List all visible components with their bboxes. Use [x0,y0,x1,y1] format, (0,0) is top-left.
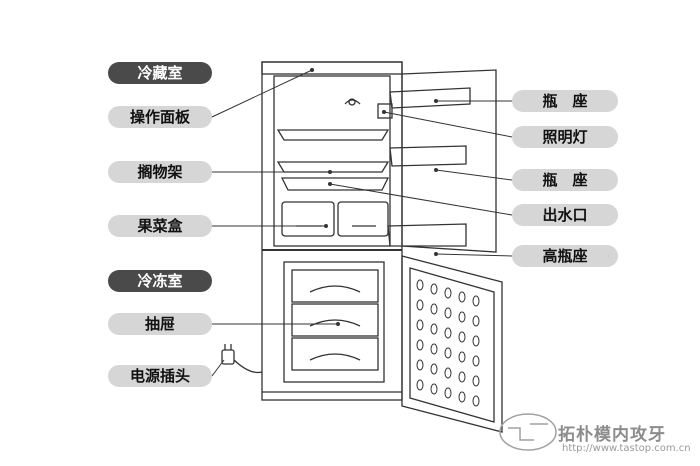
label-freezer-compartment: 冷冻室 [108,270,212,292]
freezer-interior [283,261,385,383]
door-dimples [416,279,480,407]
label-drawer: 抽屉 [108,313,212,335]
label-water-outlet: 出水口 [512,204,618,226]
top-panel [261,61,403,75]
label-fridge-compartment: 冷藏室 [108,62,212,84]
leader-lines [211,69,513,377]
label-shelf: 搁物架 [108,161,212,183]
power-plug-icon [221,344,263,374]
label-crisper: 果菜盒 [108,215,212,237]
label-power-plug: 电源插头 [108,365,212,387]
freezer-door [401,255,503,433]
label-tall-bottle-seat: 高瓶座 [512,245,618,267]
label-control-panel: 操作面板 [108,106,212,128]
watermark-url: http://www.tastop.com.cn [562,443,691,454]
label-bottle-seat-2: 瓶 座 [512,169,618,191]
label-light: 照明灯 [512,126,618,148]
watermark-logo-icon [499,413,557,451]
cabinet-outline [261,61,403,401]
fridge-door [401,69,497,253]
label-bottle-seat-1: 瓶 座 [512,90,618,112]
watermark-brand: 拓朴模内攻牙 [558,425,666,445]
fridge-interior [273,75,391,247]
leader-dots [310,68,438,326]
